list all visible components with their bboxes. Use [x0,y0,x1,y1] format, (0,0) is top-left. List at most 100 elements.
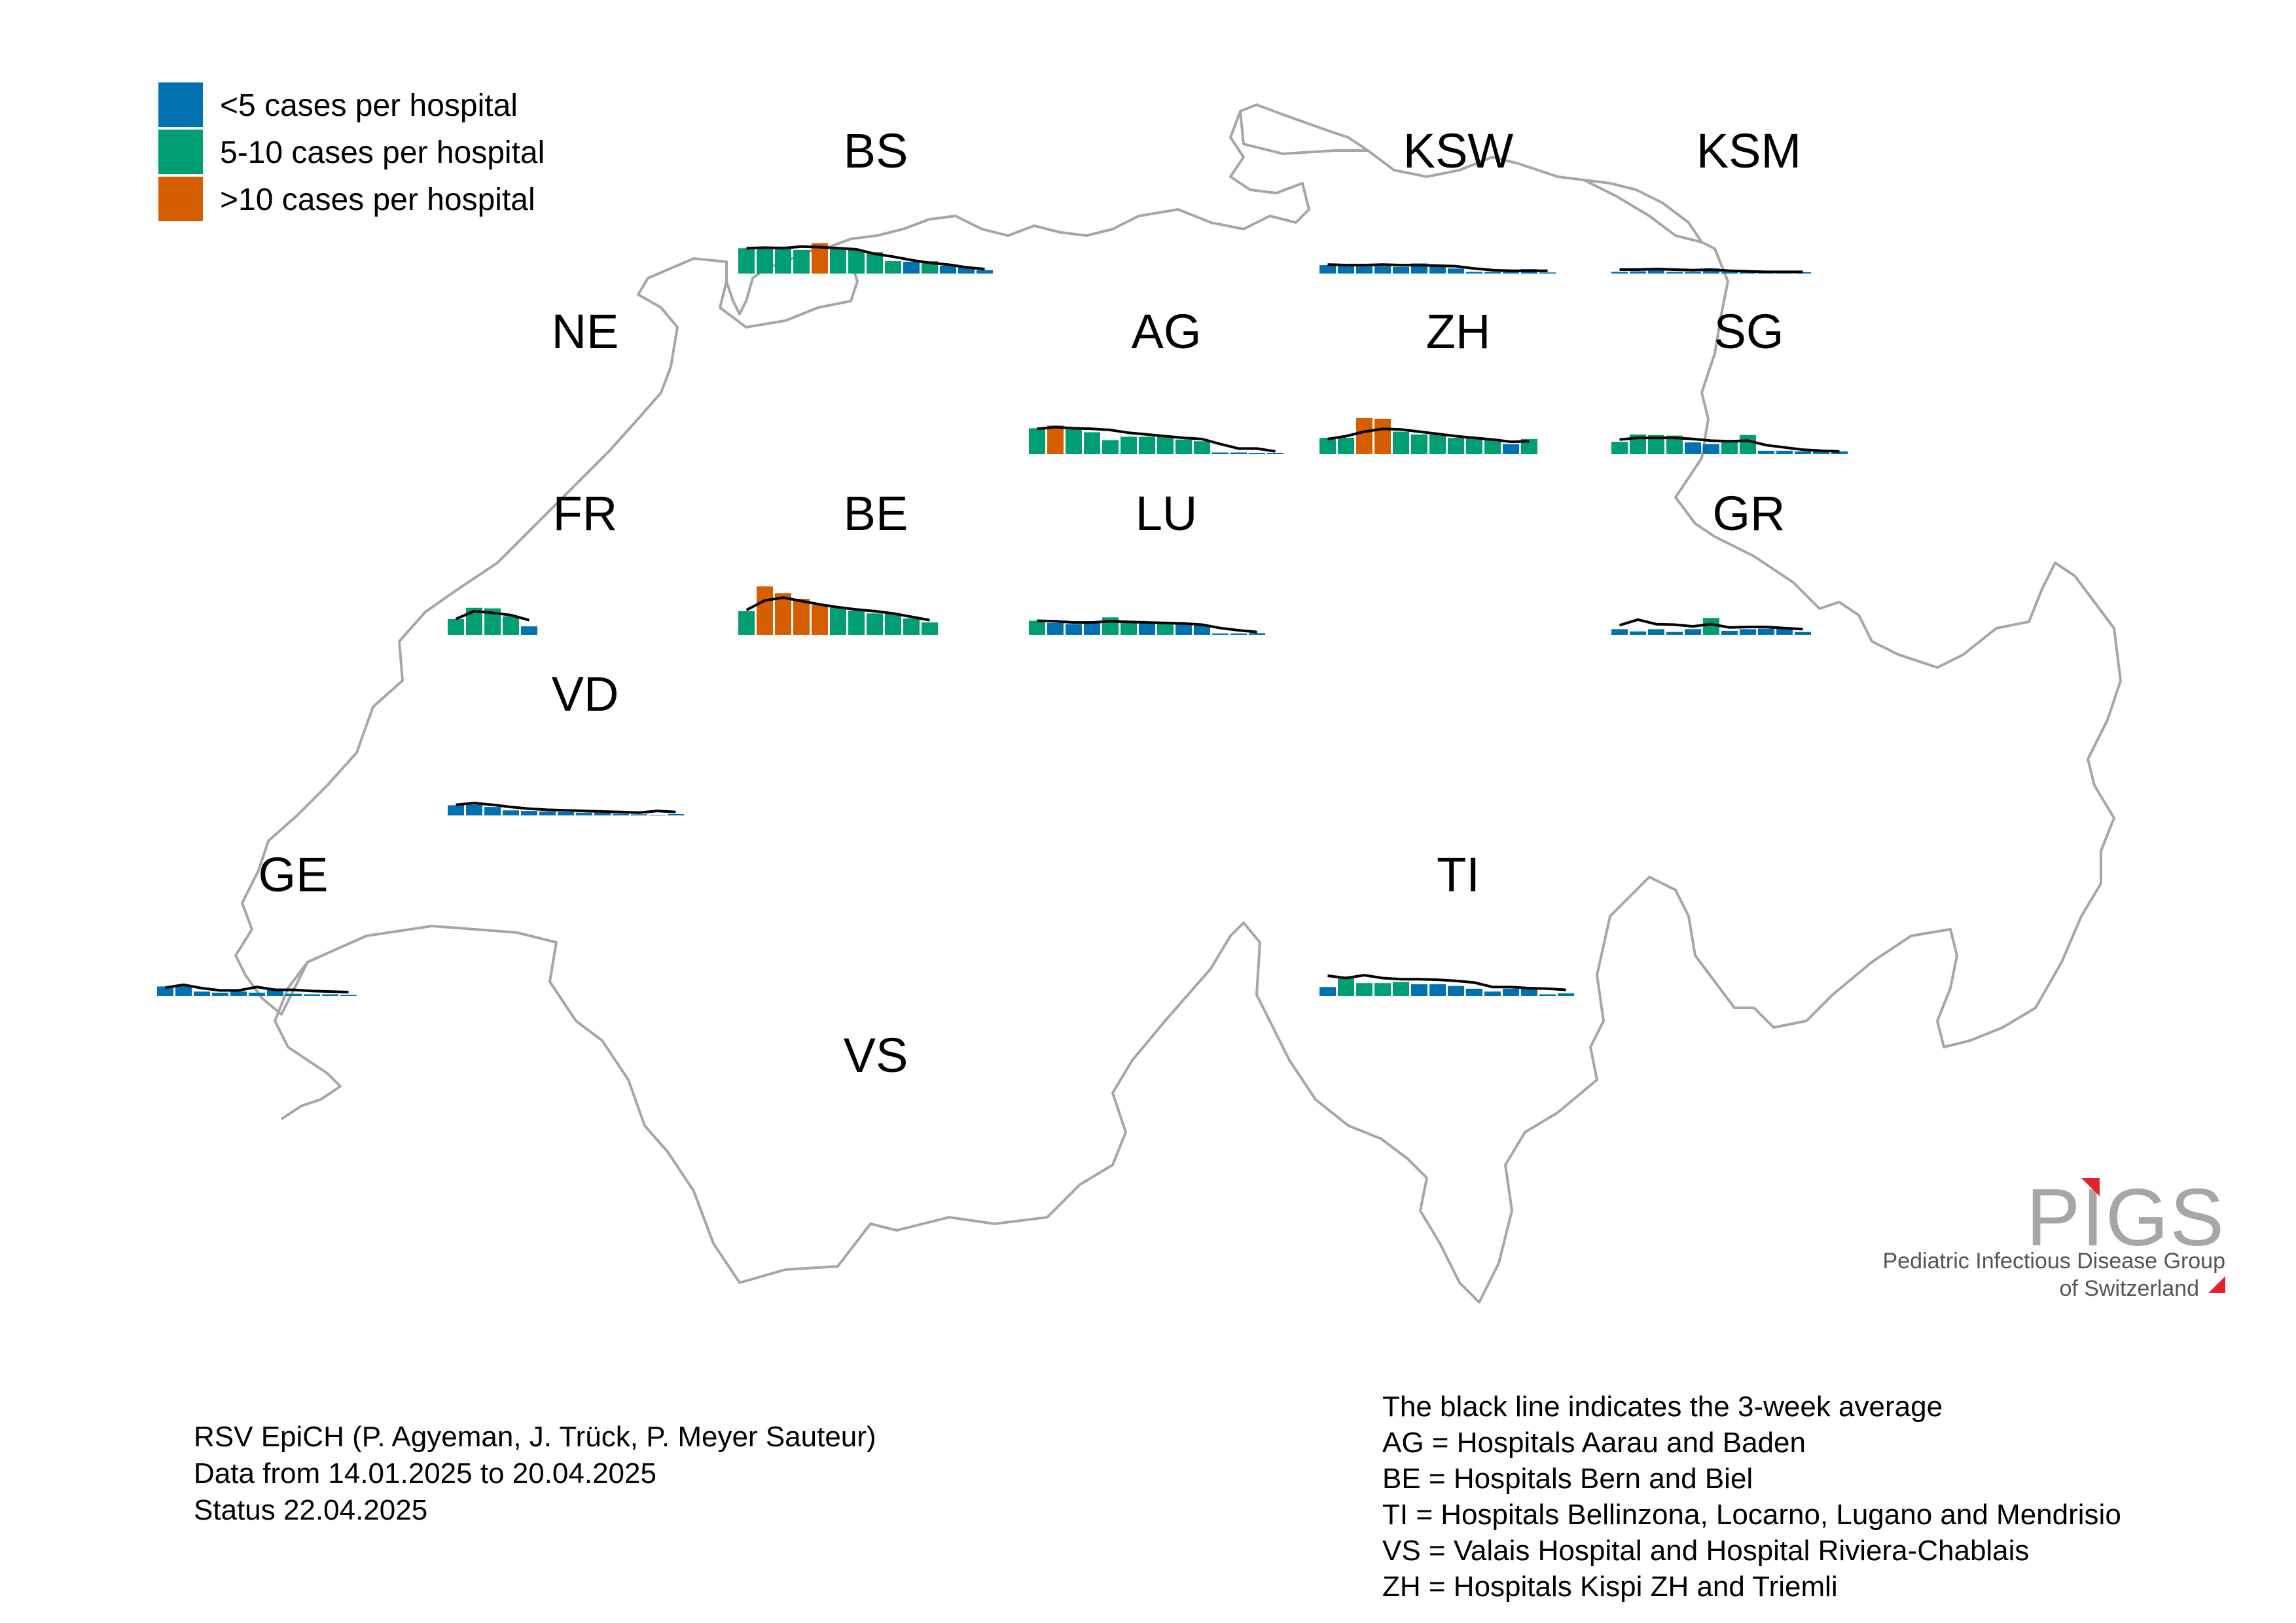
logo-accent-bottom [2208,1276,2225,1293]
schaffhausen-border [1239,111,1368,155]
sparkline-gr [1611,618,1811,635]
case-bar [558,812,574,815]
case-bar [1338,438,1354,454]
case-bar [922,622,938,635]
case-bar [812,605,828,635]
case-bar [1411,984,1427,996]
status-date: Status 22.04.2025 [194,1494,428,1526]
abbr-vs: VS = Valais Hospital and Hospital Rivier… [1382,1535,2030,1567]
case-bar [1740,629,1756,635]
source-credit: RSV EpiCH (P. Agyeman, J. Trück, P. Meye… [194,1421,876,1453]
country-border [234,103,2122,1304]
case-bar [175,985,192,996]
legend-label: 5-10 cases per hospital [220,135,545,170]
average-line-note: The black line indicates the 3-week aver… [1382,1391,1943,1423]
case-bar [738,611,755,635]
case-bar [1813,450,1829,454]
legend-swatch [158,177,203,221]
case-bar [867,613,883,635]
case-bar [830,607,846,635]
case-bar [1356,264,1372,274]
region-label-ge: GE [258,847,329,902]
case-bar [594,812,611,815]
case-bar [1267,453,1283,454]
sparkline-be [738,586,938,635]
case-bar [1539,272,1556,274]
case-bar [1139,437,1155,454]
average-line [1327,263,1548,272]
average-line [1327,974,1566,991]
case-bar [230,991,247,996]
abbr-ti: TI = Hospitals Bellinzona, Locarno, Luga… [1382,1499,2121,1531]
case-bar [1740,272,1756,274]
case-bar [1338,264,1354,274]
average-line [456,802,676,814]
sparkline-ti [1319,974,1574,996]
case-bar [1157,622,1174,635]
pigs-logo: PIGS Pediatric Infectious Disease Group … [1883,1171,2225,1302]
case-bar [249,992,265,996]
case-bar [1338,978,1354,996]
case-bar [1466,272,1482,274]
case-bar [1084,622,1100,635]
case-bar [576,812,592,815]
region-label-be: BE [843,486,908,541]
case-bar [977,270,993,274]
abbr-zh: ZH = Hospitals Kispi ZH and Triemli [1382,1571,1838,1603]
average-line [746,245,985,271]
case-bar [304,994,320,996]
case-bar [793,598,810,635]
region-label-lu: LU [1135,486,1198,541]
case-bar [1558,993,1574,996]
case-bar [1758,450,1774,454]
case-bar [466,804,482,815]
case-bar [1393,431,1409,454]
legend-swatch [158,82,203,127]
case-bar [1740,435,1756,454]
case-bar [1139,622,1155,635]
case-bar [903,261,920,274]
case-bar [830,247,846,274]
case-bar [1795,632,1811,635]
case-bar [775,246,791,274]
case-bar [1121,437,1137,454]
case-bar [1429,984,1446,996]
average-line [1619,437,1840,453]
case-bar [1466,988,1482,996]
case-bar [1157,437,1174,454]
case-bar [775,593,791,635]
case-bar [631,814,647,815]
case-bar [484,807,501,815]
case-bar [1102,617,1119,635]
abbr-be: BE = Hospitals Bern and Biel [1382,1463,1753,1495]
case-bar [194,991,210,996]
sparkline-ksw [1319,263,1556,274]
case-bar [448,805,464,815]
case-bar [1448,986,1464,996]
legend-label: >10 cases per hospital [220,183,535,217]
case-bar [1356,418,1372,454]
case-bar [1319,265,1336,274]
abbreviation-key: The black line indicates the 3-week aver… [1382,1389,2121,1605]
case-bar [1703,444,1719,454]
case-bar [668,814,684,815]
sparkline-lu [1029,617,1265,635]
case-bar [1212,633,1229,635]
case-bar [1484,440,1501,454]
case-bar [267,988,283,996]
case-bar [1319,438,1336,454]
case-bar [1539,994,1556,996]
region-label-ksm: KSM [1696,124,1802,178]
case-bar [1685,629,1701,635]
case-bar [1175,439,1192,454]
case-bar [1666,632,1683,635]
case-bar [1611,442,1628,454]
case-bar [885,261,901,274]
case-bar [1776,450,1793,454]
case-bar [1648,629,1664,635]
lake-constance-shore [1583,179,1702,243]
case-bar [448,618,464,635]
case-bar [521,811,537,815]
case-bar [1503,270,1519,274]
case-bar [1685,272,1701,274]
